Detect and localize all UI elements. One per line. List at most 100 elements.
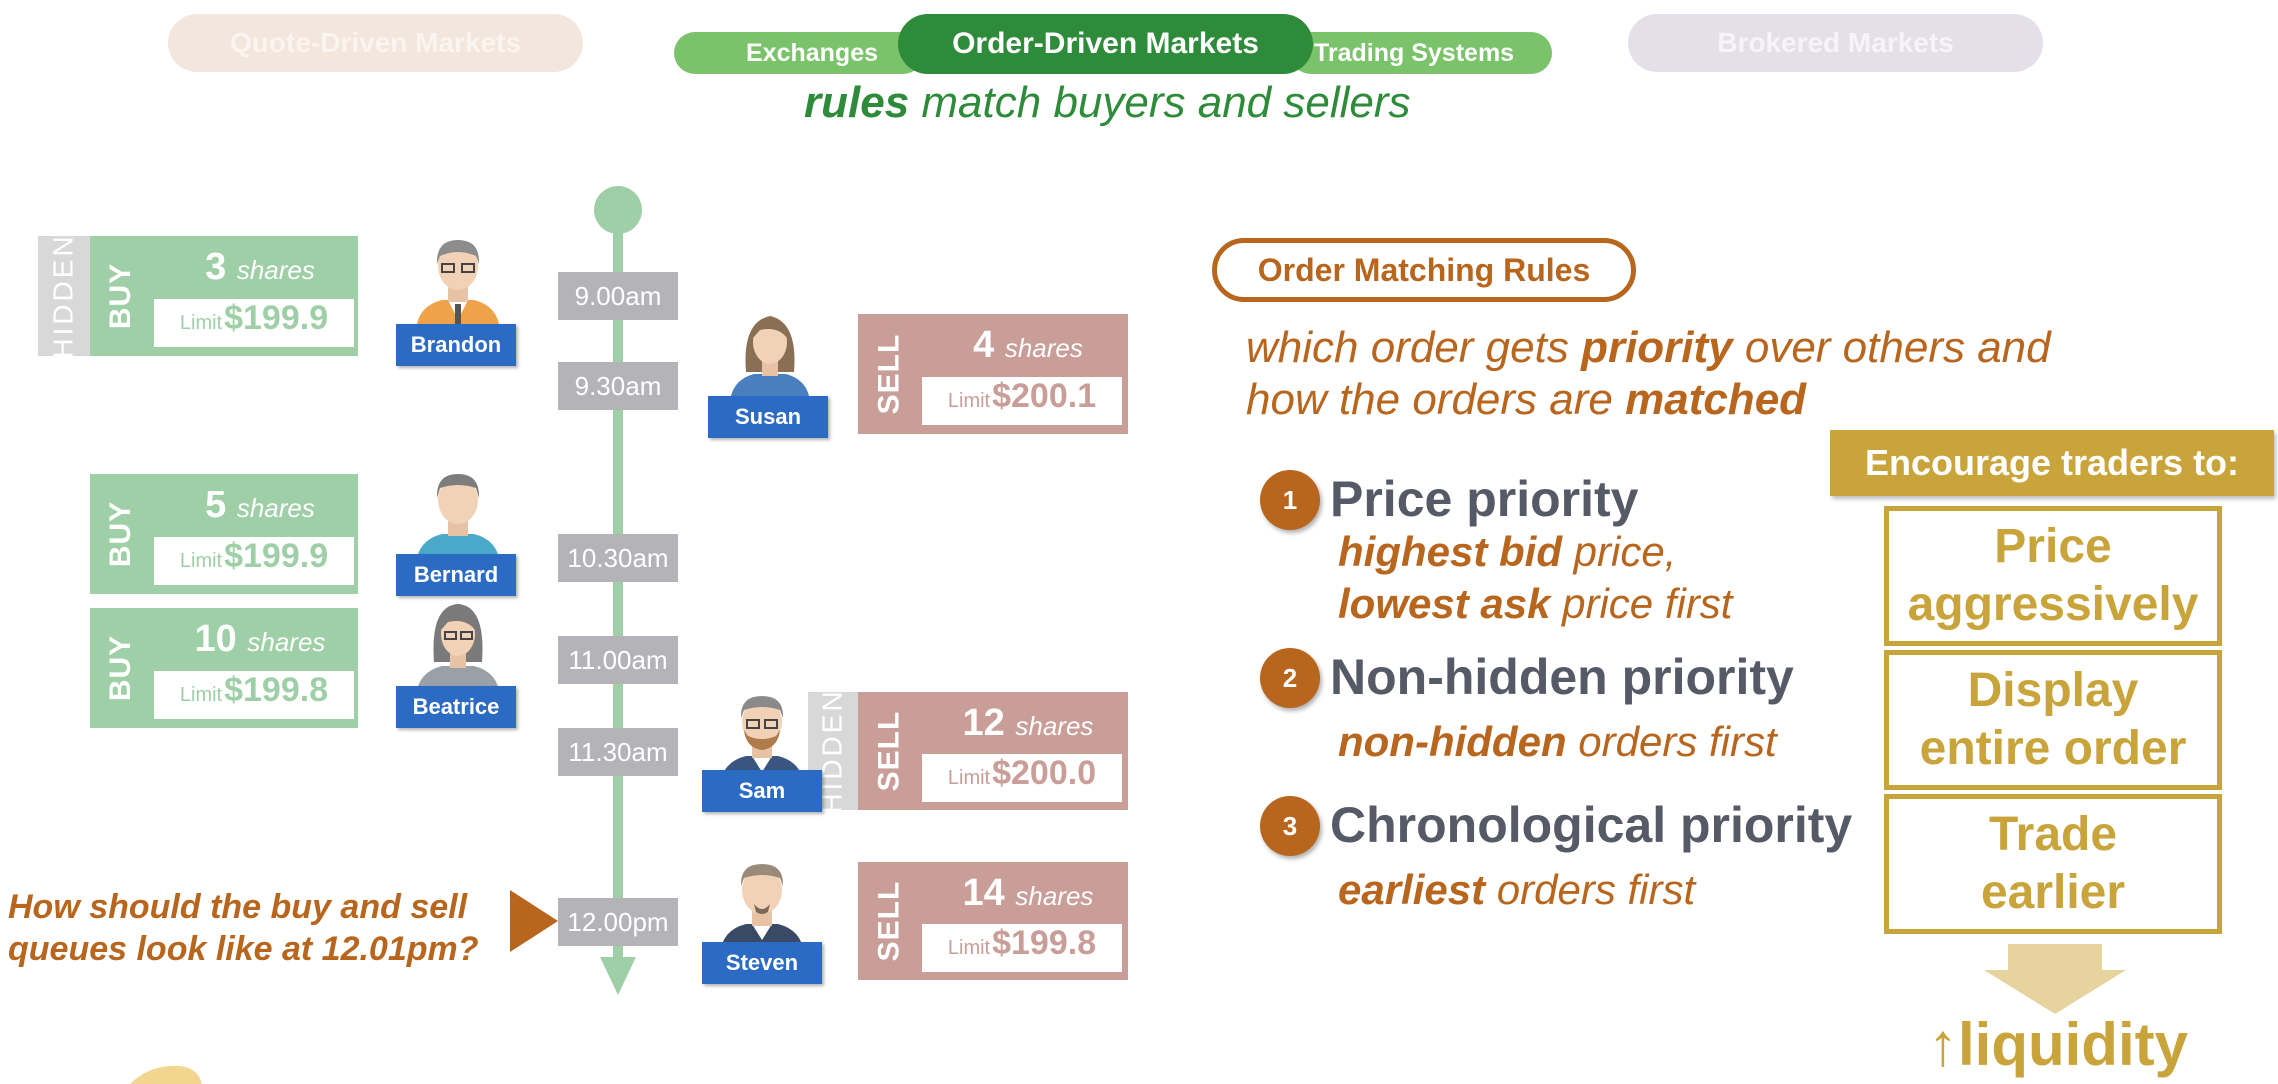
limit-price-box: Limit$199.8 [922, 924, 1122, 972]
brokered-markets-pill[interactable]: Brokered Markets [1628, 14, 2043, 72]
order-qty: 5 shares [170, 484, 350, 527]
avatar-brandon [416, 240, 500, 330]
intro-bold: priority [1581, 323, 1733, 372]
rule-desc-bold: highest bid [1338, 528, 1562, 575]
limit-label: Limit [947, 937, 991, 959]
limit-label: Limit [179, 550, 223, 572]
avatar-steven [720, 864, 804, 954]
trader-name-bernard: Bernard [396, 554, 516, 596]
rule-number-3: 3 [1260, 796, 1320, 856]
sell-order-sam: SELL 12 shares Limit$200.0 [858, 692, 1128, 810]
trader-name-susan: Susan [708, 396, 828, 438]
trading-systems-pill[interactable]: Trading Systems [1290, 32, 1552, 74]
exchanges-pill[interactable]: Exchanges [674, 32, 924, 74]
qty-unit: shares [1015, 711, 1094, 741]
rules-heading: Order Matching Rules [1212, 238, 1636, 302]
question-line-1: How should the buy and sell [8, 888, 468, 926]
rule-desc-line: highest bid price, [1338, 526, 1732, 578]
time-tag-1100: 11.00am [558, 636, 678, 684]
sell-label: SELL [858, 314, 920, 434]
rule-desc-bold: earliest [1338, 866, 1486, 913]
buy-label: BUY [90, 608, 152, 728]
time-tag-1130: 11.30am [558, 728, 678, 776]
rule-number-1: 1 [1260, 470, 1320, 530]
rule-number-2: 2 [1260, 648, 1320, 708]
rule-desc-rest: price, [1562, 528, 1677, 575]
avatar-bernard [416, 474, 500, 564]
down-arrow-icon [1984, 944, 2126, 1014]
limit-price-box: Limit$200.1 [922, 377, 1122, 425]
encourage-line: Display [1967, 664, 2139, 717]
sell-label-text: SELL [872, 333, 906, 415]
time-tag-0930: 9.30am [558, 362, 678, 410]
rule-desc-price-priority: highest bid price, lowest ask price firs… [1338, 526, 1732, 630]
intro-bold: matched [1625, 375, 1807, 424]
liquidity-text: liquidity [1958, 1011, 2188, 1078]
limit-price: $200.0 [992, 754, 1097, 792]
order-qty: 12 shares [938, 702, 1118, 745]
qty-value: 3 [205, 246, 227, 288]
qty-value: 5 [205, 484, 227, 526]
hidden-label-text: HIDDEN [48, 233, 79, 359]
order-qty: 10 shares [170, 618, 350, 661]
buy-label-text: BUY [104, 634, 137, 702]
tagline-rest: match buyers and sellers [909, 78, 1411, 127]
buy-label: BUY [90, 474, 152, 594]
time-tag-1200: 12.00pm [558, 898, 678, 946]
qty-unit: shares [236, 493, 315, 523]
rule-desc-bold: non-hidden [1338, 718, 1567, 765]
rules-intro-line-1: which order gets priority over others an… [1246, 322, 2051, 374]
qty-value: 4 [973, 324, 995, 366]
rules-intro-line-2: how the orders are matched [1246, 374, 2051, 426]
question-text: How should the buy and sell queues look … [8, 886, 479, 970]
encourage-line: earlier [1980, 866, 2126, 919]
sell-label: SELL [858, 692, 920, 810]
rule-desc-line: lowest ask price first [1338, 578, 1732, 630]
rule-desc-bold: lowest ask [1338, 580, 1551, 627]
sell-label: SELL [858, 862, 920, 980]
limit-price: $200.1 [992, 377, 1097, 415]
qty-unit: shares [247, 627, 326, 657]
rule-desc-rest: price first [1550, 580, 1733, 627]
time-tag-0900: 9.00am [558, 272, 678, 320]
liquidity-result: ↑liquidity [1908, 1010, 2208, 1080]
avatar-beatrice [416, 604, 500, 696]
intro-text: which order gets [1246, 323, 1582, 372]
encourage-line: Price [1994, 520, 2112, 573]
rule-title-non-hidden-priority: Non-hidden priority [1330, 649, 1794, 705]
order-qty: 4 shares [938, 324, 1118, 367]
rule-desc-rest: orders first [1485, 866, 1696, 913]
encourage-line: Trade [1988, 808, 2118, 861]
limit-label: Limit [179, 684, 223, 706]
rule-title-chronological-priority: Chronological priority [1330, 797, 1853, 853]
rule-desc-rest: orders first [1566, 718, 1777, 765]
question-line-2: queues look like at 12.01pm? [8, 930, 479, 968]
partial-decoration-icon [130, 1065, 202, 1084]
timeline-axis [594, 186, 642, 995]
qty-unit: shares [1004, 333, 1083, 363]
order-driven-markets-pill[interactable]: Order-Driven Markets [898, 14, 1313, 74]
rules-intro: which order gets priority over others an… [1246, 322, 2051, 426]
sell-label-text: SELL [872, 710, 906, 792]
buy-order-brandon: BUY 3 shares Limit$199.9 [90, 236, 358, 356]
trader-name-beatrice: Beatrice [396, 686, 516, 728]
quote-driven-markets-pill[interactable]: Quote-Driven Markets [168, 14, 583, 72]
hidden-label: HIDDEN [38, 233, 90, 359]
sell-label-text: SELL [872, 880, 906, 962]
limit-label: Limit [947, 390, 991, 412]
buy-order-beatrice: BUY 10 shares Limit$199.8 [90, 608, 358, 728]
limit-price-box: Limit$199.8 [154, 671, 354, 719]
question-arrow-icon [510, 890, 558, 952]
avatar-susan [730, 316, 810, 402]
buy-label: BUY [90, 236, 152, 356]
limit-price-box: Limit$199.9 [154, 537, 354, 585]
order-qty: 14 shares [938, 872, 1118, 915]
limit-price: $199.8 [224, 671, 329, 709]
qty-value: 10 [194, 618, 237, 660]
encourage-line: entire order [1919, 722, 2187, 775]
up-arrow-icon: ↑ [1928, 1011, 1958, 1078]
rule-desc-non-hidden-priority: non-hidden orders first [1338, 716, 1777, 768]
trader-name-brandon: Brandon [396, 324, 516, 366]
